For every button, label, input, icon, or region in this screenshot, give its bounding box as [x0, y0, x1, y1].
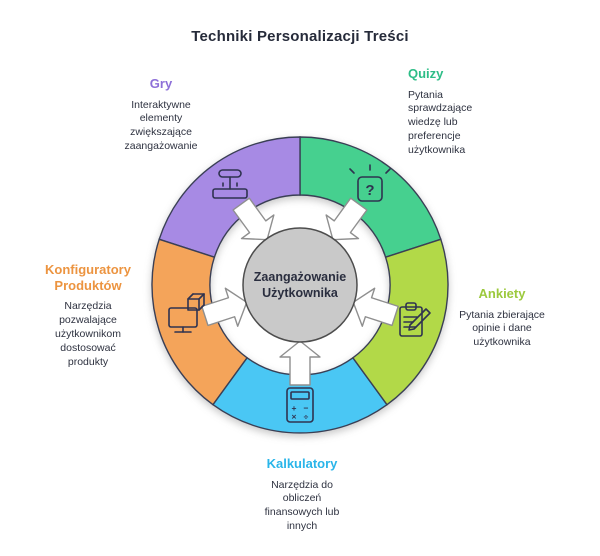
label-group-gry: Gry Interaktywne elementy zwiększające z…	[96, 76, 226, 154]
page-title: Techniki Personalizacji Treści	[191, 28, 409, 45]
description-gry: Interaktywne elementy zwiększające zaang…	[124, 98, 198, 153]
arrow-konfiguratory	[201, 287, 248, 327]
survey-clipboard-icon	[399, 302, 431, 337]
calculator-icon: + − × ÷	[286, 387, 314, 423]
arrow-kalkulatory	[279, 340, 321, 386]
label-gry: Gry	[149, 76, 173, 91]
calc-multiply-glyph: ×	[292, 412, 297, 422]
calc-minus-glyph: −	[304, 403, 309, 413]
arrow-ankiety	[352, 287, 399, 327]
label-group-kalkulatory: Kalkulatory Narzędzia do obliczeń finans…	[230, 456, 374, 534]
label-kalkulatory: Kalkulatory	[266, 456, 338, 471]
calc-divide-glyph: ÷	[304, 412, 309, 422]
joystick-icon	[212, 169, 248, 199]
label-group-konfiguratory: Konfiguratory Produktów Narzędzia pozwal…	[24, 262, 152, 369]
label-konfiguratory: Konfiguratory Produktów	[45, 262, 131, 293]
calc-plus-glyph: +	[292, 403, 297, 413]
description-konfiguratory: Narzędzia pozwalające użytkownikom dosto…	[55, 300, 121, 368]
flow-arrows	[201, 197, 399, 386]
description-ankiety: Pytania zbierające opinie i dane użytkow…	[459, 308, 545, 349]
question-lightbulb-icon: ?	[349, 164, 391, 202]
label-ankiety: Ankiety	[478, 286, 526, 301]
label-group-quizy: Quizy Pytania sprawdzające wiedzę lub pr…	[408, 66, 508, 158]
monitor-cube-icon	[168, 293, 205, 333]
ring	[151, 136, 449, 434]
arrow-quizy	[325, 197, 368, 241]
center-circle	[242, 227, 358, 343]
description-kalkulatory: Narzędzia do obliczeń finansowych lub in…	[264, 478, 340, 533]
description-quizy: Pytania sprawdzające wiedzę lub preferen…	[408, 88, 473, 157]
label-group-ankiety: Ankiety Pytania zbierające opinie i dane…	[446, 286, 558, 350]
center-label: Zaangażowanie Użytkownika	[253, 270, 347, 300]
label-quizy: Quizy	[408, 66, 444, 81]
question-glyph: ?	[365, 182, 374, 199]
arrow-gry	[232, 197, 275, 241]
